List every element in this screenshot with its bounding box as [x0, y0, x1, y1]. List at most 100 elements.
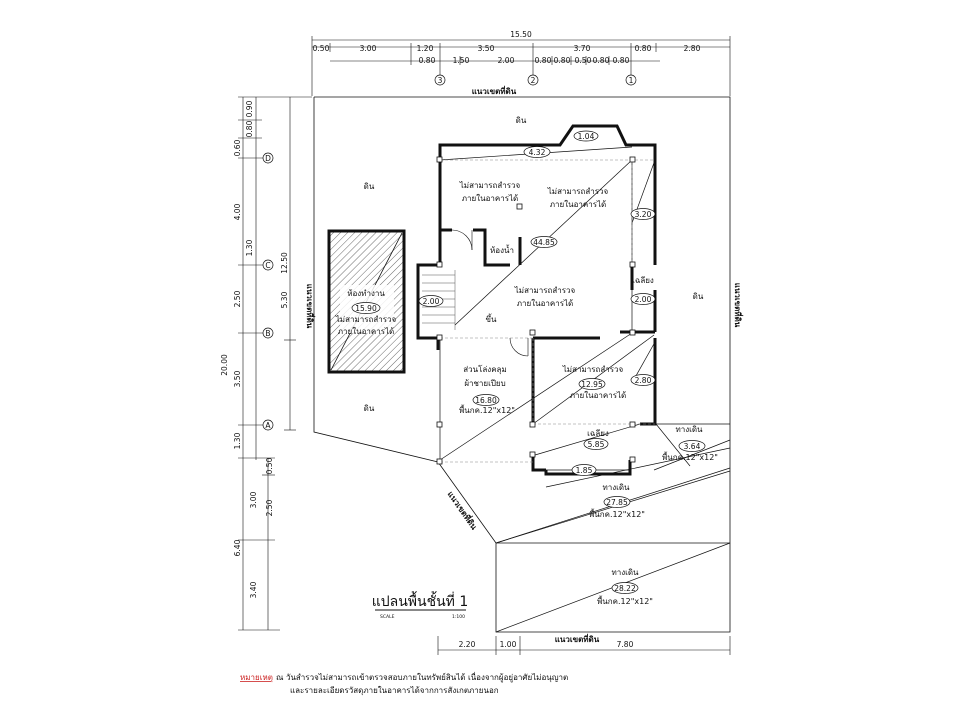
svg-text:16.80: 16.80: [475, 396, 497, 405]
area-tag-side-porch: 2.00: [630, 293, 656, 305]
annex-area-tag: 15.90: [351, 302, 381, 314]
axis-marker-D: D: [262, 152, 274, 164]
toilet-label: ห้องน้ำ: [490, 244, 514, 255]
left-dim-3-00: 3.00: [249, 491, 258, 508]
left-dim-6: 2.50: [233, 290, 242, 307]
top-dim-3: 1.20: [417, 44, 434, 53]
annex-label-1: ห้องทำงาน: [347, 289, 385, 298]
svg-text:15.90: 15.90: [355, 304, 377, 313]
room-br-label-1: ไม่สามารถสำรวจ: [562, 365, 624, 374]
svg-text:3.64: 3.64: [684, 442, 701, 451]
note-label: หมายเหตุ: [240, 673, 273, 682]
top-sub-dim-6: 0.50: [575, 56, 592, 65]
top-dim-4: 3.50: [478, 44, 495, 53]
walkway3-label-1: ทางเดิน: [611, 568, 639, 577]
annex-label-3: ภายในอาคารได้: [338, 327, 394, 336]
bottom-dimensions: [437, 636, 731, 655]
top-sub-dim-7: 0.80: [593, 56, 610, 65]
top-dim-overall: 15.50: [510, 30, 532, 39]
axis-marker-B: B: [262, 327, 274, 339]
svg-text:3.20: 3.20: [635, 210, 652, 219]
area-tag-bay: 1.04: [573, 130, 599, 142]
area-tag-front-strip: 1.85: [571, 464, 597, 476]
area-tag-walk-big: 28.22: [611, 582, 639, 594]
left-dim-2: 0.80: [245, 120, 254, 137]
bottom-dim-3: 7.80: [617, 640, 634, 649]
room-br-label-2: ภายในอาคารได้: [570, 391, 626, 400]
svg-text:3: 3: [438, 76, 443, 85]
top-sub-dim-3: 2.00: [498, 56, 515, 65]
boundary-label-top: แนวเขตที่ดิน: [472, 85, 517, 96]
svg-text:1.04: 1.04: [578, 132, 595, 141]
left-dim-9: 6.40: [233, 539, 242, 556]
scale-value: 1:100: [452, 614, 465, 620]
stair-up-label: ขึ้น: [486, 313, 497, 324]
walkway3-label-2: พื้นกค.12"x12": [597, 595, 653, 606]
area-tag-walk-mid: 27.85: [603, 496, 631, 508]
top-dim-5: 3.70: [574, 44, 591, 53]
area-tag-front-porch: 5.85: [583, 438, 609, 450]
annex-building: [327, 229, 406, 374]
svg-text:4.32: 4.32: [529, 148, 546, 157]
top-dim-7: 2.80: [684, 44, 701, 53]
annex-label-2: ไม่สามารถสำรวจ: [335, 315, 397, 324]
svg-text:27.85: 27.85: [606, 498, 628, 507]
walkway1-label-1: ทางเดิน: [675, 425, 703, 434]
site-boundary: [313, 96, 731, 633]
walkway1-label-2: พื้นกค.12"x12": [662, 451, 718, 462]
boundary-label-diagonal: แนวเขตที่ดิน: [446, 489, 481, 532]
boundary-label-bottom: แนวเขตที่ดิน: [555, 633, 600, 644]
svg-text:2.00: 2.00: [423, 297, 440, 306]
top-dimensions: [311, 36, 731, 96]
svg-text:44.85: 44.85: [533, 238, 555, 247]
axis-marker-1: 1: [625, 74, 637, 86]
note-line-1: ณ วันสำรวจไม่สามารถเข้าตรวจสอบภายในทรัพย…: [276, 671, 568, 683]
note-line-2: และรายละเอียดรวัสดุภายในอาคารได้จากการสั…: [290, 686, 499, 695]
left-dimensions: [238, 96, 312, 631]
area-tag-room-br-side: 2.80: [630, 374, 656, 386]
left-dim-1: 0.90: [245, 100, 254, 117]
svg-text:A: A: [265, 421, 271, 430]
svg-text:2.00: 2.00: [635, 295, 652, 304]
bottom-dim-2: 1.00: [500, 640, 517, 649]
left-dim-8: 1.30: [233, 432, 242, 449]
left-dim-2-50: 2.50: [265, 499, 274, 516]
axis-marker-3: 3: [434, 74, 446, 86]
room-tl-label-2: ภายในอาคารได้: [462, 194, 518, 203]
svg-text:1: 1: [629, 76, 634, 85]
svg-text:D: D: [265, 154, 271, 163]
boundary-label-left: แนวเขตที่ดิน: [305, 284, 316, 329]
axis-marker-C: C: [262, 259, 274, 271]
svg-text:B: B: [265, 329, 270, 338]
area-tag-walk-small: 3.64: [678, 440, 706, 452]
columns: [436, 156, 636, 465]
terrace-label-3: พื้นกค.12"x12": [459, 404, 515, 415]
top-dim-1: 0.50: [313, 44, 330, 53]
svg-text:12.95: 12.95: [581, 380, 603, 389]
svg-text:C: C: [265, 261, 270, 270]
top-sub-dim-1: 0.80: [419, 56, 436, 65]
top-dim-6: 0.80: [635, 44, 652, 53]
doors: [451, 229, 529, 357]
room-mid-label-1: ไม่สามารถสำรวจ: [514, 286, 576, 295]
left-dim-4: 4.00: [233, 203, 242, 220]
room-tl-label-1: ไม่สามารถสำรวจ: [459, 181, 521, 190]
scale-label: SCALE: [380, 614, 395, 620]
area-tag-main-diag: 44.85: [530, 236, 558, 248]
top-dim-2: 3.00: [360, 44, 377, 53]
room-tr-label-1: ไม่สามารถสำรวจ: [547, 187, 609, 196]
plan-title: แปลนพื้นชั้นที่ 1: [372, 591, 469, 610]
top-sub-dim-8: 0.80: [613, 56, 630, 65]
left-dim-5-30: 5.30: [280, 291, 289, 308]
left-dim-overall: 20.00: [220, 354, 229, 376]
axis-marker-2: 2: [527, 74, 539, 86]
axis-marker-A: A: [262, 419, 274, 431]
land-label-left-bottom: ดิน: [364, 404, 375, 413]
area-tag-stair: 2.00: [418, 295, 444, 307]
area-tag-terrace: 16.80: [472, 394, 500, 406]
terrace-label-2: ผ้าชายเปียบ: [464, 379, 505, 388]
svg-text:2: 2: [531, 76, 536, 85]
bottom-dim-1: 2.20: [459, 640, 476, 649]
